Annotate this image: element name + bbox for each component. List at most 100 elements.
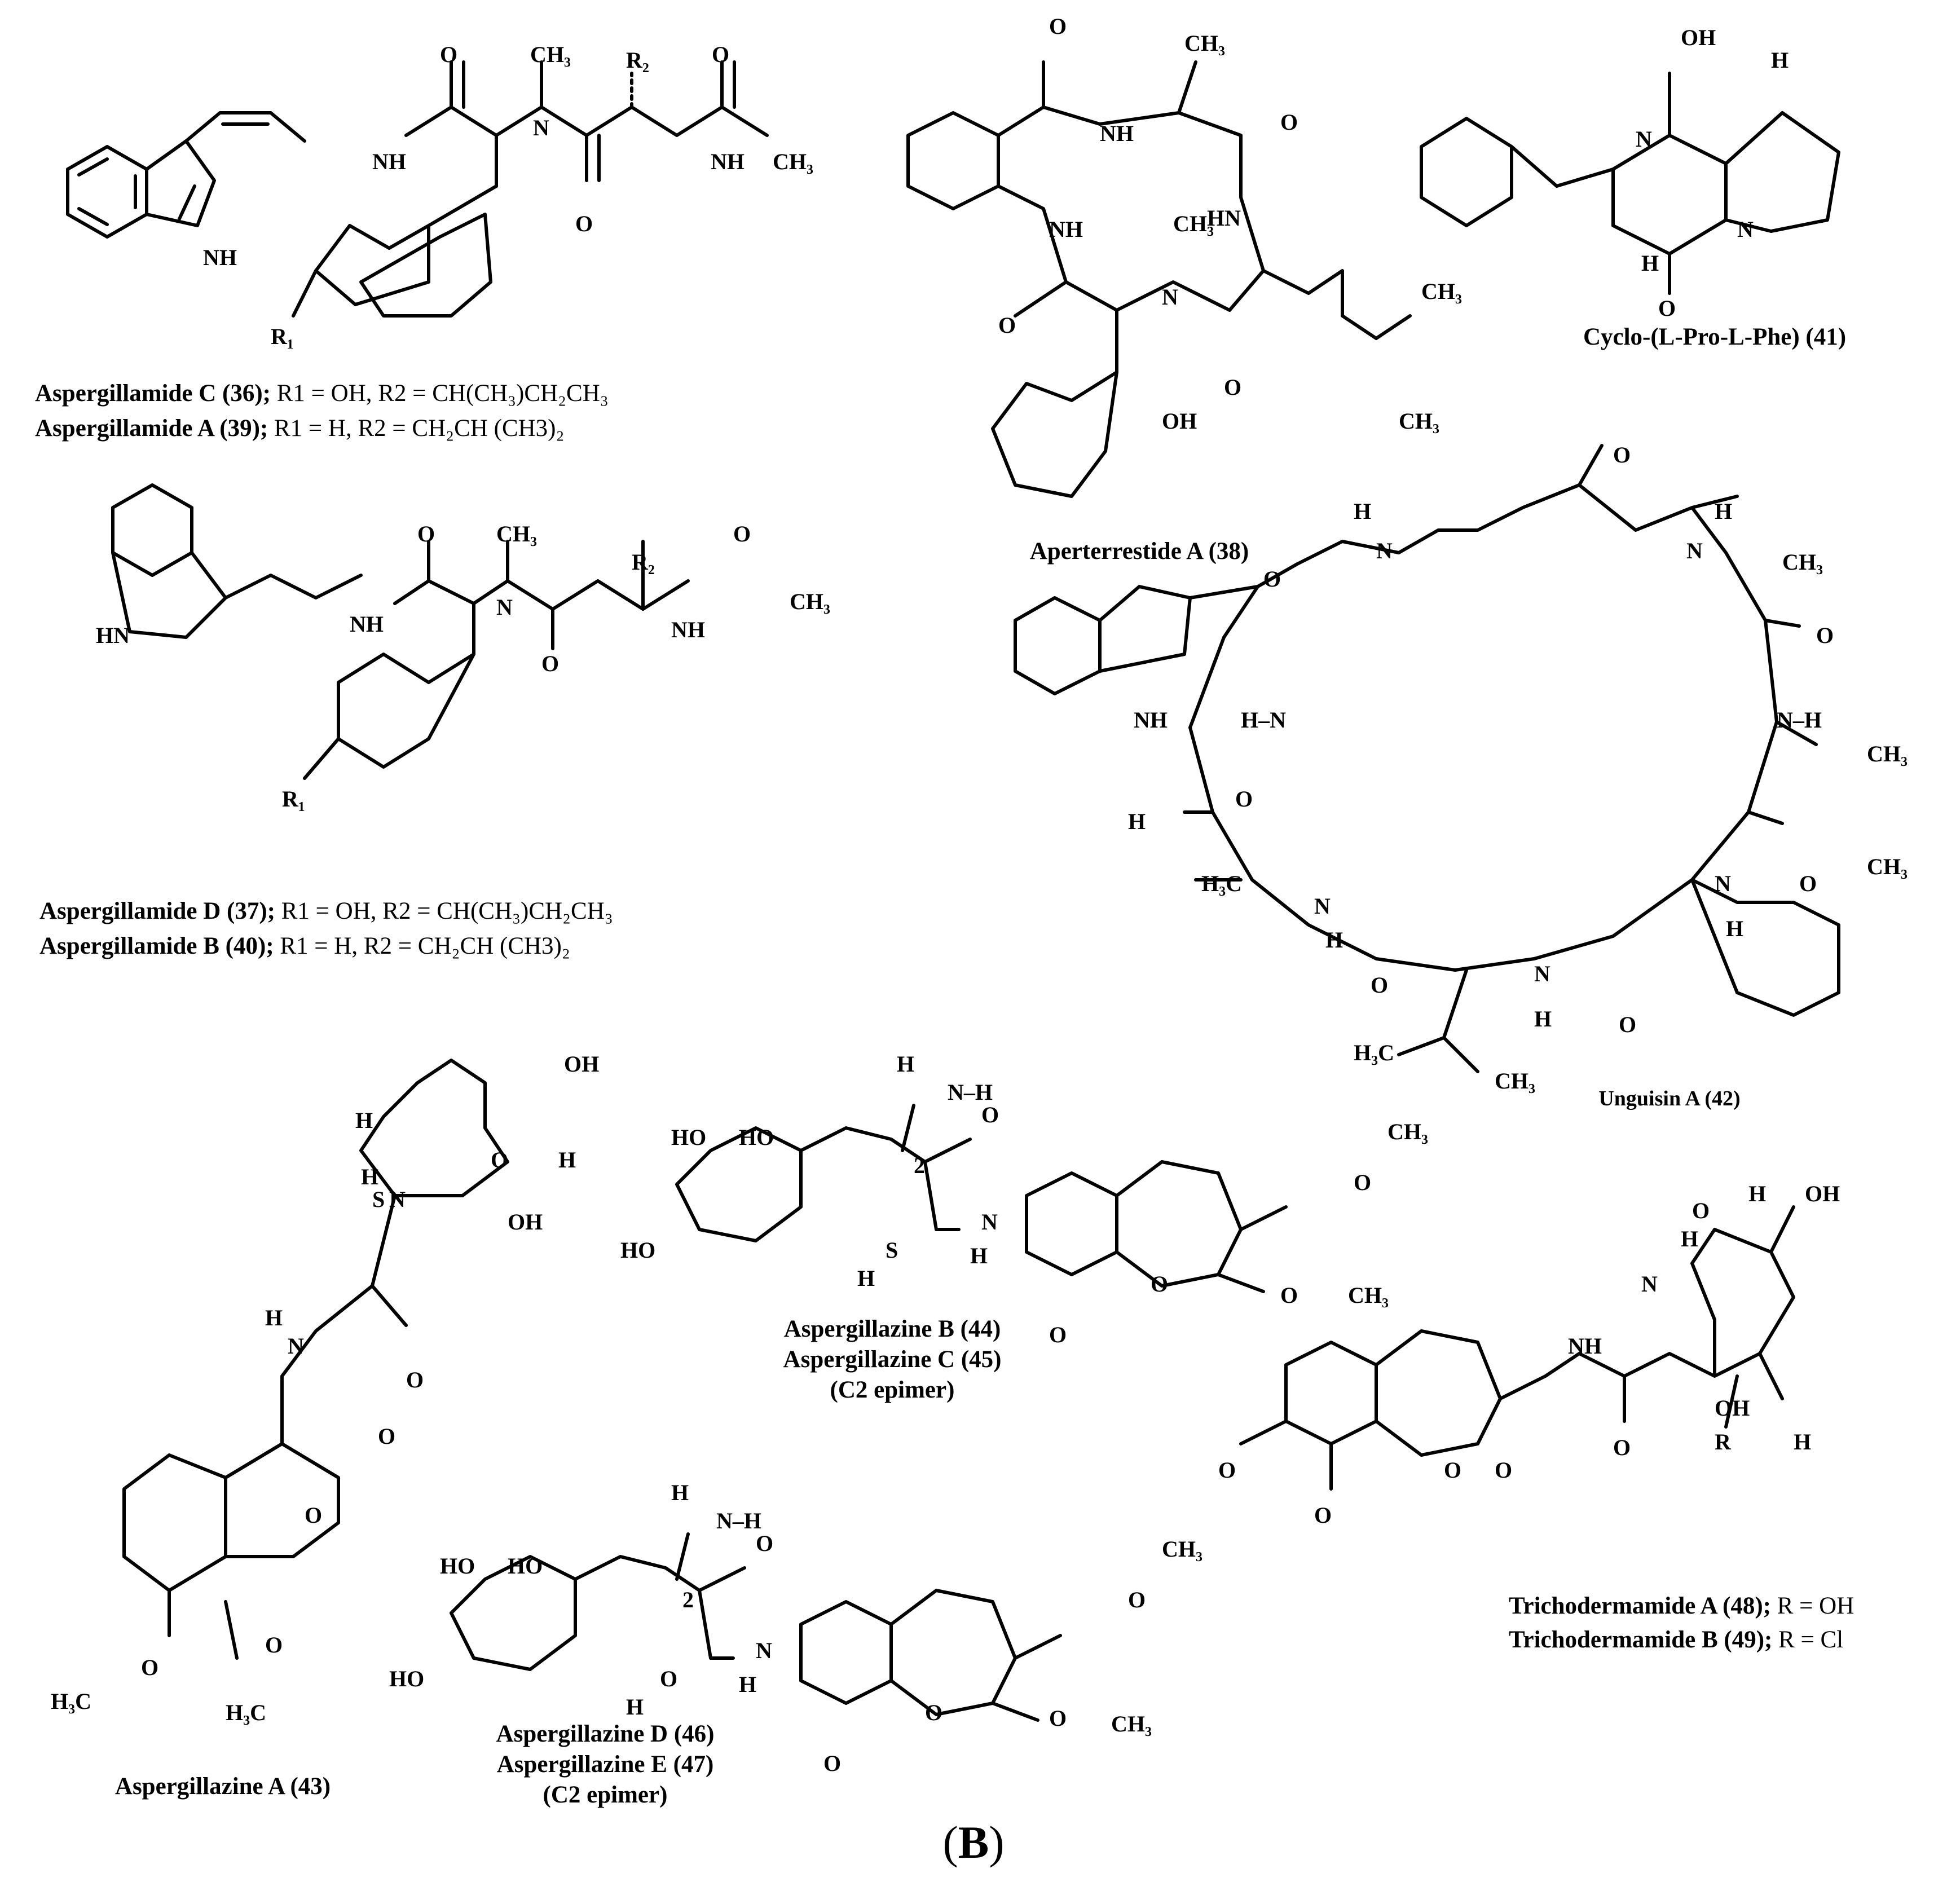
atom-label: N <box>496 594 513 620</box>
atom-label: O <box>1224 374 1241 400</box>
atom-label: O <box>1235 786 1253 812</box>
atom-label: OH <box>508 1209 543 1235</box>
atom-label: H <box>970 1243 988 1268</box>
atom-label: O <box>265 1632 283 1658</box>
atom-label: HN <box>96 623 130 648</box>
atom-label: O <box>1280 109 1298 135</box>
atom-label: OH <box>1715 1395 1750 1421</box>
atom-label: R₂ <box>626 47 649 73</box>
atom-label: NH <box>1568 1333 1602 1359</box>
structure-aspergillazine-d <box>450 1532 1062 1722</box>
atom-label: R₁ <box>271 324 294 349</box>
atom-label: HO <box>440 1553 475 1579</box>
atom-label: CH₃ <box>530 42 571 67</box>
atom-label: H <box>1128 809 1146 834</box>
atom-label: H₃C <box>51 1689 91 1714</box>
atom-label: H <box>1354 499 1371 524</box>
atom-label: N <box>1715 871 1731 896</box>
atom-label: HN <box>1207 205 1241 231</box>
atom-label: O <box>1371 972 1388 998</box>
atom-label: HO <box>739 1125 774 1150</box>
atom-label: O <box>575 211 593 236</box>
atom-label: CH₃ <box>1173 211 1214 236</box>
atom-label: NH <box>1134 707 1168 733</box>
atom-label: NH <box>203 245 237 270</box>
atom-label: O <box>1799 871 1817 896</box>
atom-label: NH <box>350 611 384 637</box>
atom-label: O <box>1658 296 1676 321</box>
atom-label: CH₃ <box>1867 741 1908 766</box>
atom-label: OH <box>1805 1181 1840 1206</box>
caption-aspergillazine-a: Aspergillazine A (43) <box>114 1773 331 1800</box>
atom-label: NH <box>1100 121 1134 146</box>
caption-aspergillazine-b-c: Aspergillazine B (44) Aspergillazine C (… <box>783 1316 1002 1403</box>
atom-label: O <box>1354 1170 1371 1195</box>
atom-label: O <box>440 42 457 67</box>
atom-label: HO <box>508 1553 543 1579</box>
atom-label: S <box>886 1237 898 1263</box>
caption-trichodermamide-b: Trichodermamide B (49); R = Cl <box>1509 1627 1844 1653</box>
atom-label: O <box>733 521 751 546</box>
atom-label: H <box>1726 916 1743 941</box>
atom-label: H <box>558 1147 576 1173</box>
structure-aperterrestide-a <box>906 60 1412 498</box>
atom-label: H <box>1641 250 1659 276</box>
atom-label: H <box>626 1694 644 1720</box>
atom-label: H <box>265 1305 283 1330</box>
atom-label: H <box>1771 47 1789 73</box>
atom-label: H₃C <box>226 1700 266 1725</box>
atom-label: NH <box>1049 217 1083 242</box>
atom-label: O <box>1314 1502 1332 1528</box>
atom-label: N <box>1376 538 1393 563</box>
atom-label: O <box>981 1102 999 1127</box>
atom-label: NH <box>372 149 406 174</box>
atom-label: O <box>1619 1012 1636 1037</box>
caption-aspergillamide-d: Aspergillamide D (37); R1 = OH, R2 = CH(… <box>39 898 613 924</box>
structure-cyclo-pro-phe <box>1420 72 1840 295</box>
atom-label: R <box>1715 1429 1732 1455</box>
atom-label: O <box>1151 1271 1168 1297</box>
atom-label: H₃C <box>1354 1040 1394 1065</box>
atom-label: CH₃ <box>1399 408 1439 434</box>
atom-label: O <box>1128 1587 1146 1612</box>
atom-label: CH₃ <box>1111 1711 1152 1736</box>
caption-aspergillamide-b: Aspergillamide B (40); R1 = H, R2 = CH₂C… <box>39 933 570 959</box>
caption-aperterrestide-a: Aperterrestide A (38) <box>1029 538 1249 565</box>
atom-label: N <box>1162 284 1178 310</box>
atom-label: O <box>1816 623 1834 648</box>
atom-label: CH₃ <box>1421 279 1462 304</box>
atom-label: N <box>1534 961 1550 986</box>
atom-label: O <box>1049 1705 1067 1731</box>
atom-label: N <box>1314 893 1331 919</box>
atom-label: N <box>756 1638 772 1663</box>
caption-aspergillamide-c: Aspergillamide C (36); R1 = OH, R2 = CH(… <box>35 380 609 407</box>
atom-label: H <box>671 1480 689 1505</box>
atom-label: O <box>1613 442 1631 468</box>
atom-label: O <box>660 1666 677 1691</box>
structure-aspergillazine-a <box>122 1059 509 1660</box>
atom-label: H <box>1748 1181 1766 1206</box>
atom-label: CH₃ <box>773 149 813 174</box>
atom-label: O <box>141 1655 158 1680</box>
atom-label: O <box>756 1531 773 1556</box>
atom-label: O <box>998 312 1016 338</box>
atom-label: O <box>1280 1282 1298 1308</box>
atom-label: O <box>378 1423 395 1449</box>
structure-trichodermamide <box>1239 1205 1795 1491</box>
atom-label: H <box>897 1051 914 1077</box>
atom-label: CH₃ <box>1387 1119 1428 1144</box>
atom-label: CH₃ <box>1184 30 1225 56</box>
caption-unguisin-a: Unguisin A (42) <box>1598 1087 1741 1110</box>
atom-label: HO <box>389 1666 424 1691</box>
structure-unguisin-a <box>1014 444 1840 1073</box>
atom-label: O <box>541 651 559 676</box>
atom-label: O <box>1049 14 1067 39</box>
atom-label: CH₃ <box>790 589 830 614</box>
atom-label: R₁ <box>282 786 305 812</box>
atom-label: N–H <box>716 1508 761 1533</box>
atom-label: H <box>361 1164 378 1189</box>
atom-label: CH₃ <box>1162 1536 1202 1562</box>
atom-label: O <box>712 42 729 67</box>
atom-label: H <box>1534 1006 1552 1032</box>
